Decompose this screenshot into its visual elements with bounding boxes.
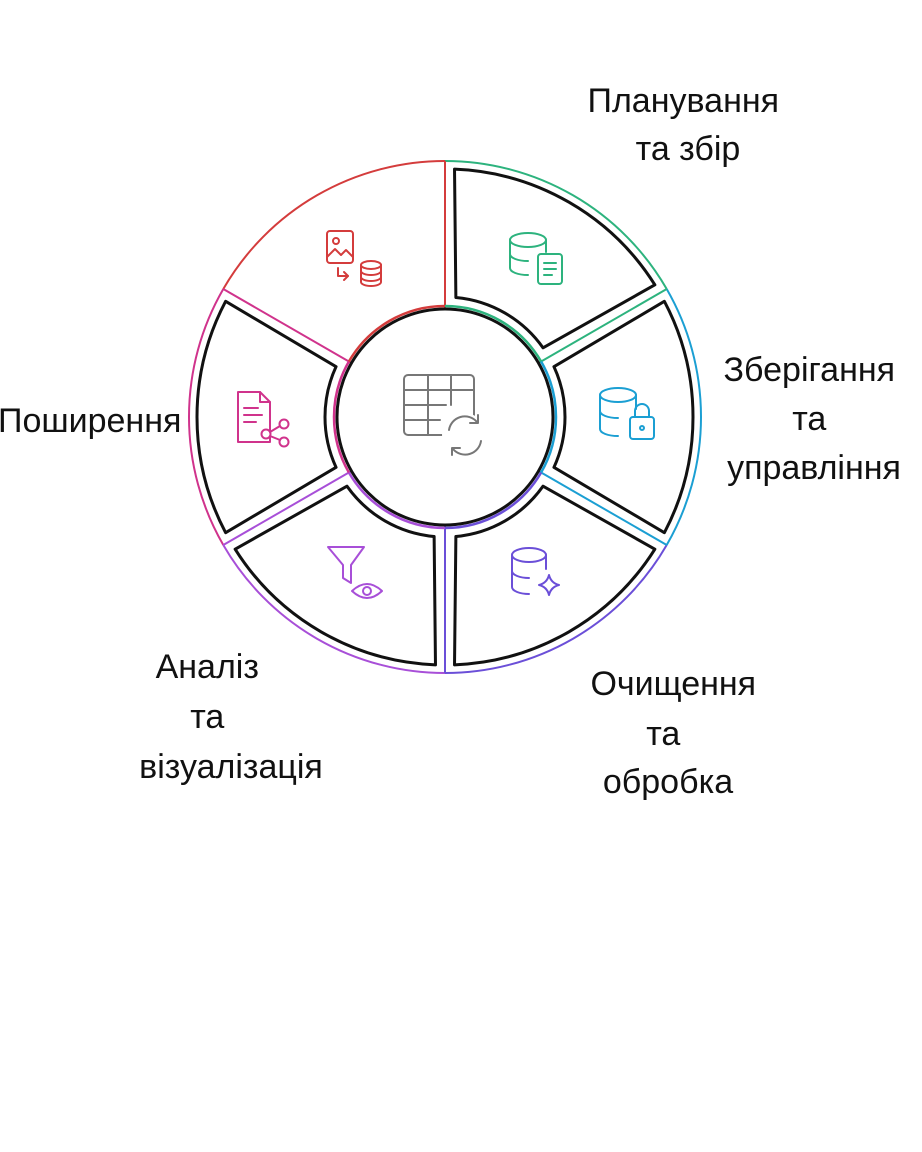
inner-ring bbox=[332, 304, 558, 530]
segment-cleaning bbox=[453, 484, 657, 667]
center-hub bbox=[332, 304, 558, 530]
document-share-icon bbox=[237, 391, 290, 448]
table-refresh-icon bbox=[403, 374, 486, 457]
image-to-database-icon bbox=[326, 230, 382, 287]
inner-arc-cleaning bbox=[444, 471, 543, 530]
database-lock-icon bbox=[599, 387, 655, 440]
inner-arc-archiving bbox=[347, 304, 446, 363]
stage-label-analysis: Аналіз та візуалізація bbox=[139, 648, 323, 786]
segment-sharing bbox=[195, 299, 338, 535]
segment-storage bbox=[552, 299, 695, 535]
divider-cleaning bbox=[538, 470, 668, 546]
filter-eye-icon bbox=[327, 546, 383, 599]
outer-arc-planning bbox=[444, 160, 668, 290]
inner-arc-sharing bbox=[332, 360, 350, 474]
inner-arc-storage bbox=[540, 360, 558, 474]
inner-arc-analysis bbox=[347, 471, 446, 530]
stage-label-sharing: Поширення bbox=[0, 402, 181, 440]
divider-sharing bbox=[222, 470, 352, 546]
outer-arc-sharing bbox=[188, 288, 225, 546]
segment-analysis bbox=[233, 484, 437, 667]
stage-label-storage: Зберігання та управління bbox=[724, 351, 905, 487]
stage-label-cleaning: Очищення та обробка bbox=[590, 665, 765, 801]
stage-label-planning: Планування та збір bbox=[588, 82, 789, 168]
divider-archiving bbox=[222, 288, 352, 364]
segments bbox=[195, 167, 695, 667]
divider-storage bbox=[538, 288, 668, 364]
database-sparkle-icon bbox=[511, 547, 560, 596]
database-document-icon bbox=[509, 232, 563, 285]
outer-arc-archiving bbox=[222, 160, 446, 290]
outer-ring bbox=[188, 160, 702, 674]
outer-arc-cleaning bbox=[444, 544, 668, 674]
inner-arc-planning bbox=[444, 304, 543, 363]
outer-arc-analysis bbox=[222, 544, 446, 674]
outer-arc-storage bbox=[665, 288, 702, 546]
